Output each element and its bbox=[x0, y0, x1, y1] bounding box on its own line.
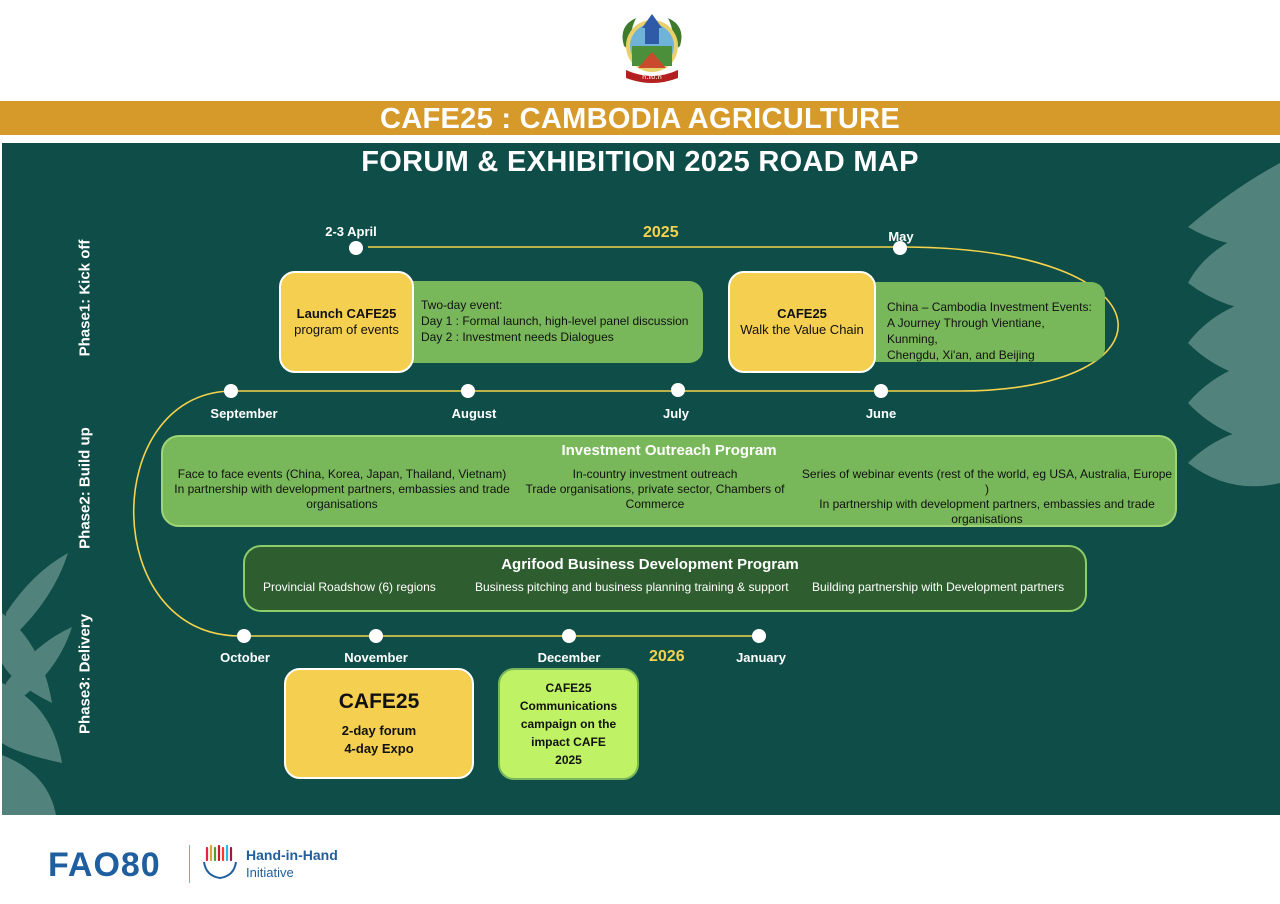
comms-line4: impact CAFE bbox=[531, 735, 606, 749]
outreach-col3-line3: organisations bbox=[951, 512, 1023, 526]
outreach-column-2: In-country investment outreach Trade org… bbox=[520, 467, 790, 512]
milestone-june: June bbox=[865, 406, 897, 421]
agrifood-item-3: Building partnership with Development pa… bbox=[812, 580, 1065, 594]
walk-box: CAFE25 Walk the Value Chain bbox=[728, 271, 876, 373]
milestone-dot-april bbox=[349, 241, 363, 255]
forum-box: CAFE25 2-day forum 4-day Expo bbox=[284, 668, 474, 779]
comms-line2: Communications bbox=[519, 699, 618, 713]
milestone-dot-september bbox=[224, 384, 238, 398]
hand-in-hand-subtitle: Initiative bbox=[246, 865, 294, 880]
milestone-january: January bbox=[736, 650, 786, 665]
outreach-column-3: Series of webinar events (rest of the wo… bbox=[800, 467, 1174, 527]
milestone-july: July bbox=[662, 406, 690, 421]
outreach-col1-line3: organisations bbox=[306, 497, 378, 511]
milestone-dot-july bbox=[671, 383, 685, 397]
outreach-col1-line2: In partnership with development partners… bbox=[174, 482, 510, 496]
launch-detail-line2: Day 1 : Formal launch, high-level panel … bbox=[421, 314, 689, 328]
launch-title-line1: Launch CAFE25 bbox=[296, 306, 397, 321]
year-2025: 2025 bbox=[643, 224, 679, 241]
walk-title-line2: Walk the Value Chain bbox=[740, 322, 864, 337]
outreach-column-1: Face to face events (China, Korea, Japan… bbox=[172, 467, 512, 512]
outreach-col2-line1: In-country investment outreach bbox=[572, 467, 738, 481]
phase-label-delivery: Phase3: Delivery bbox=[76, 613, 94, 735]
outreach-box bbox=[161, 435, 1177, 527]
outreach-col3-line1: Series of webinar events (rest of the wo… bbox=[801, 467, 1173, 496]
emblem-text: ក.ស.ក bbox=[642, 73, 662, 81]
fao80-logo: FAO80 bbox=[48, 842, 188, 886]
forum-line1: 2-day forum bbox=[341, 722, 417, 738]
phase-label-kickoff: Phase1: Kick off bbox=[76, 239, 94, 357]
walk-title-line1: CAFE25 bbox=[777, 306, 827, 321]
outreach-col3-line2: In partnership with development partners… bbox=[819, 497, 1155, 511]
title-band bbox=[0, 101, 1280, 135]
launch-title-line2: program of events bbox=[294, 322, 399, 337]
agrifood-title: Agrifood Business Development Program bbox=[501, 556, 799, 573]
fao80-logo-text: FAO80 bbox=[48, 846, 161, 884]
walk-detail-line1: China – Cambodia Investment Events: bbox=[887, 300, 1092, 314]
comms-line3: campaign on the bbox=[520, 717, 617, 731]
milestone-april: 2-3 April bbox=[325, 224, 377, 239]
wheat-leaf-decoration bbox=[2, 163, 1280, 815]
milestone-dot-august bbox=[461, 384, 475, 398]
milestone-dot-november bbox=[369, 629, 383, 643]
comms-line1: CAFE25 bbox=[545, 681, 592, 695]
page-title-line1: CAFE25 : CAMBODIA AGRICULTURE bbox=[380, 103, 900, 135]
hand-in-hand-icon bbox=[202, 844, 238, 880]
walk-details-box: China – Cambodia Investment Events: A Jo… bbox=[850, 282, 1105, 362]
milestone-november: November bbox=[344, 650, 408, 665]
forum-title: CAFE25 bbox=[338, 689, 420, 713]
launch-detail-line3: Day 2 : Investment needs Dialogues bbox=[421, 330, 614, 344]
outreach-col2-line3: Commerce bbox=[625, 497, 685, 511]
outreach-col1-line1: Face to face events (China, Korea, Japan… bbox=[177, 467, 507, 481]
milestone-dot-january bbox=[752, 629, 766, 643]
agrifood-item-2: Business pitching and business planning … bbox=[475, 580, 789, 594]
phase-label-buildup: Phase2: Build up bbox=[76, 427, 94, 549]
milestone-september: September bbox=[210, 406, 278, 421]
comms-line5: 2025 bbox=[555, 753, 582, 767]
forum-line2: 4-day Expo bbox=[344, 740, 414, 756]
milestone-dot-june bbox=[874, 384, 888, 398]
outreach-col2-line2: Trade organisations, private sector, Cha… bbox=[525, 482, 785, 496]
milestone-dot-may bbox=[893, 241, 907, 255]
agrifood-box bbox=[243, 545, 1087, 612]
launch-box: Launch CAFE25 program of events bbox=[279, 271, 414, 373]
milestone-october: October bbox=[220, 650, 270, 665]
milestone-may: May bbox=[888, 229, 914, 244]
comms-box: CAFE25 Communications campaign on the im… bbox=[498, 668, 639, 780]
milestone-december: December bbox=[537, 650, 601, 665]
milestone-dot-october bbox=[237, 629, 251, 643]
walk-detail-line3: Chengdu, Xi'an, and Beijing bbox=[887, 348, 1035, 362]
milestone-dot-december bbox=[562, 629, 576, 643]
footer-divider bbox=[189, 845, 190, 883]
launch-details-box: Two-day event: Day 1 : Formal launch, hi… bbox=[380, 281, 703, 363]
coat-of-arms-emblem: ក.ស.ក bbox=[612, 8, 692, 88]
hand-in-hand-title: Hand-in-Hand bbox=[246, 847, 338, 863]
launch-detail-line1: Two-day event: bbox=[421, 298, 503, 312]
year-2026: 2026 bbox=[649, 648, 685, 665]
agrifood-item-1: Provincial Roadshow (6) regions bbox=[263, 580, 436, 594]
milestone-august: August bbox=[451, 406, 497, 421]
walk-detail-line2: A Journey Through Vientiane, Kunming, bbox=[887, 316, 1045, 346]
outreach-title: Investment Outreach Program bbox=[561, 442, 777, 459]
page-title-line2: FORUM & EXHIBITION 2025 ROAD MAP bbox=[361, 146, 919, 178]
